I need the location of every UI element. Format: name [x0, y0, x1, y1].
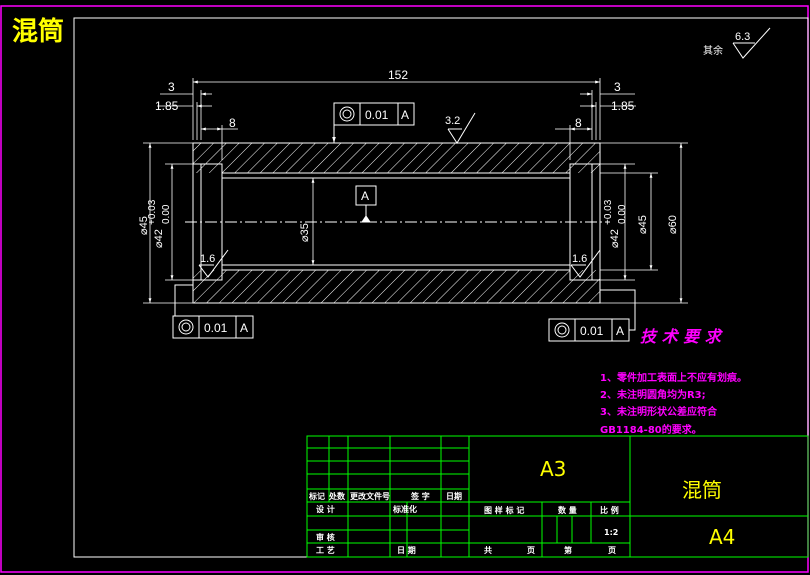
dim-left-dia-inner: ⌀42 [153, 229, 165, 248]
body-roughness-value: 3.2 [445, 115, 460, 127]
dim-right-step: 3 [614, 80, 621, 94]
tb-scale-value: 1:2 [604, 528, 618, 537]
tb-scale: 比 例 [600, 505, 619, 515]
datum-label: A [361, 189, 369, 203]
title-block [306, 435, 809, 558]
dim-left-step: 3 [168, 80, 175, 94]
bore-roughness-left: 1.6 [200, 253, 215, 265]
tech-item-2: 2、未注明圆角均为R3; [600, 388, 706, 401]
roughness-symbol-bore-left [198, 249, 229, 278]
dim-right-step-small: 1.85 [611, 99, 635, 113]
dim-bore-dia: ⌀35 [299, 223, 311, 242]
tb-sheet: 页 [527, 546, 535, 555]
tb-drawing-no: A4 [709, 525, 735, 549]
dim-left-counterbore: 8 [229, 116, 236, 130]
tb-sign: 签 字 [410, 491, 430, 501]
tech-item-4: GB1184-80的要求。 [600, 423, 702, 436]
part-section [185, 142, 610, 304]
tol-br-datum: A [616, 324, 624, 338]
tech-item-1: 1、零件加工表面上不应有划痕。 [600, 371, 747, 384]
tb-stage: 图 样 标 记 [484, 505, 524, 515]
tb-part-name: 混筒 [682, 478, 722, 502]
tb-weight: 数 量 [558, 505, 577, 515]
tolerance-frame-top [332, 102, 415, 143]
tol-bl-datum: A [240, 321, 248, 335]
dim-left-tol-upper: +0.03 [147, 199, 158, 225]
tb-no: 第 [564, 545, 572, 555]
bore-roughness-right: 1.6 [572, 253, 587, 265]
dim-left-step-small: 1.85 [155, 99, 179, 113]
dim-right-tol-upper: +0.03 [603, 199, 614, 225]
tb-date2: 日 期 [397, 545, 416, 555]
tb-change-doc: 更改文件号 [350, 491, 390, 501]
tb-mark: 标记 [308, 491, 325, 501]
dim-left-tol-lower: 0.00 [161, 204, 172, 224]
tb-sheet2: 页 [608, 546, 616, 555]
rest-roughness-label: 其余 [703, 44, 723, 57]
tolerance-frame-bottom-right [548, 289, 636, 342]
tolerance-frame-bottom-left [172, 284, 254, 339]
datum-feature-a [355, 185, 377, 223]
tol-bl-value: 0.01 [204, 321, 228, 335]
dim-left-dia-outer: ⌀45 [138, 216, 150, 235]
tb-process: 工 艺 [316, 545, 335, 555]
roughness-symbol-bore-right [570, 249, 601, 278]
dim-right-dia-inner: ⌀42 [609, 229, 621, 248]
drawing-title: 混筒 [12, 16, 64, 47]
tech-item-3: 3、未注明形状公差应符合 [600, 405, 718, 418]
tb-scale-sheet: A3 [540, 457, 566, 481]
tol-top-datum: A [401, 108, 409, 122]
dim-right-tol-lower: 0.00 [617, 204, 628, 224]
rest-roughness-value: 6.3 [735, 31, 750, 43]
tb-total: 共 [484, 545, 492, 555]
dimension-lines [143, 78, 688, 304]
tb-standard: 标准化 [392, 504, 417, 514]
dim-right-counterbore: 8 [575, 116, 582, 130]
roughness-symbol-body [447, 112, 476, 144]
tb-design: 设 计 [316, 504, 335, 514]
tech-heading: 技 术 要 求 [640, 327, 724, 346]
dim-overall-length: 152 [388, 68, 408, 82]
dim-right-dia-outer: ⌀45 [637, 215, 649, 234]
tol-br-value: 0.01 [580, 324, 604, 338]
tol-top-value: 0.01 [365, 108, 389, 122]
tb-review: 审 核 [316, 532, 335, 542]
roughness-symbol-rest [732, 27, 771, 59]
tb-count: 处数 [328, 491, 346, 501]
tb-date: 日期 [446, 491, 462, 501]
dim-outer-dia: ⌀60 [667, 215, 679, 234]
